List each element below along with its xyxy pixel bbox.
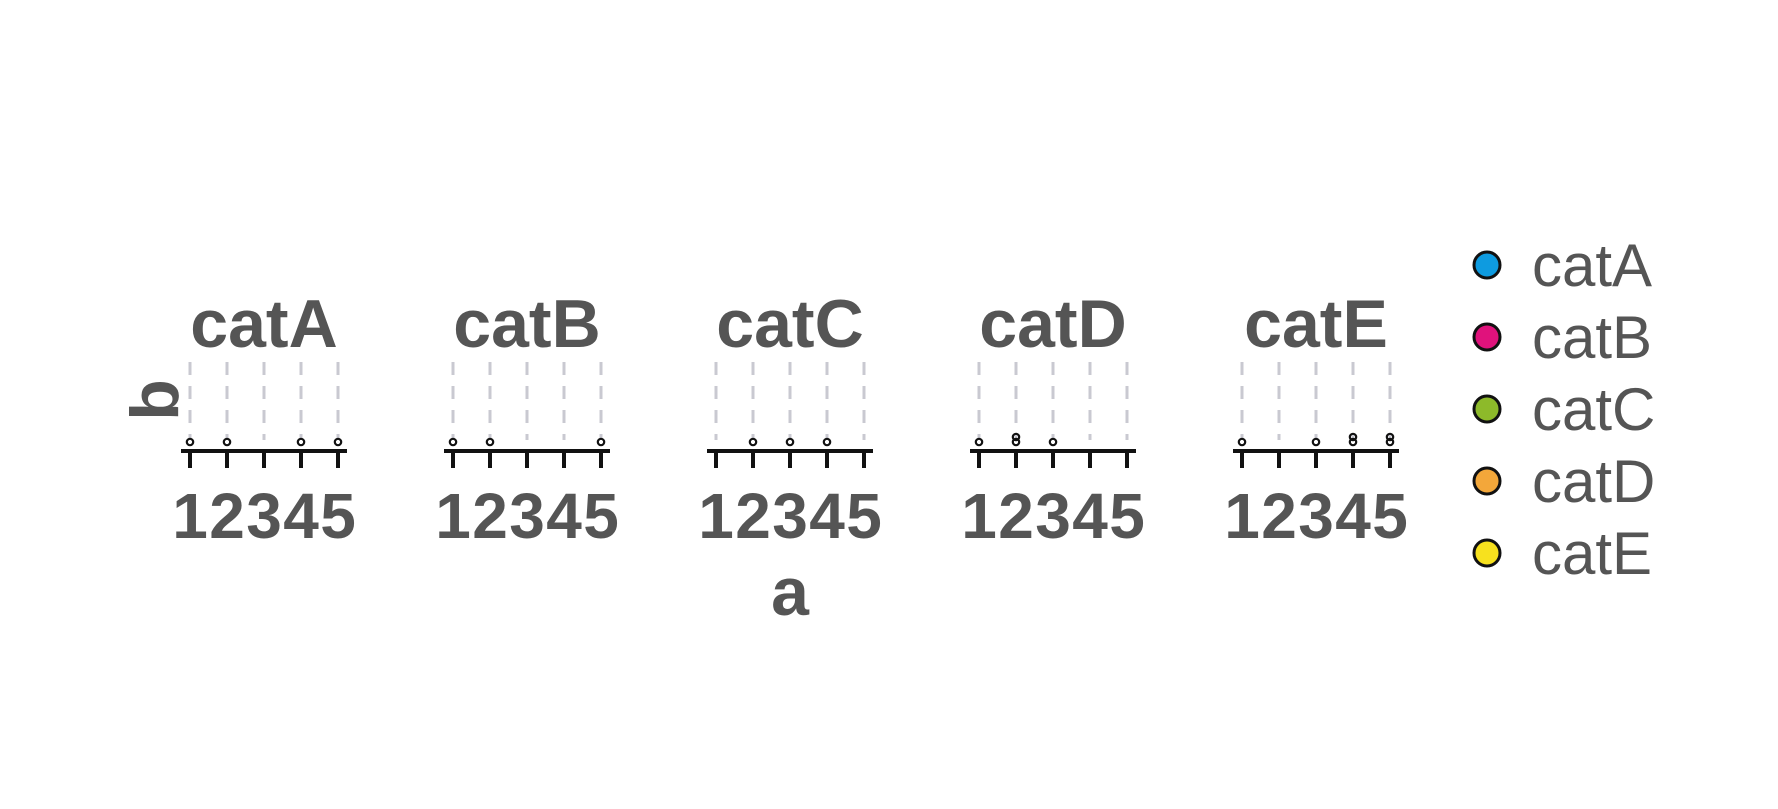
facet-title: catB xyxy=(453,286,600,362)
data-point xyxy=(485,437,495,447)
data-point xyxy=(333,437,343,447)
x-tick-label: 5 xyxy=(583,480,619,552)
data-point xyxy=(785,437,795,447)
data-point xyxy=(748,437,758,447)
x-tick-label: 1 xyxy=(172,480,208,552)
legend-item-catC: catC xyxy=(1472,376,1655,443)
legend-label: catA xyxy=(1532,232,1652,299)
x-tick-label: 2 xyxy=(472,480,508,552)
data-point xyxy=(1237,437,1247,447)
x-tick-label: 3 xyxy=(509,480,545,552)
facet-title: catC xyxy=(716,286,863,362)
legend-swatch xyxy=(1472,466,1502,496)
x-tick-label: 3 xyxy=(1298,480,1334,552)
x-tick-label: 4 xyxy=(546,480,582,552)
legend-label: catD xyxy=(1532,448,1655,515)
legend-swatch xyxy=(1472,538,1502,568)
x-tick-label: 4 xyxy=(809,480,845,552)
data-point xyxy=(596,437,606,447)
legend-label: catC xyxy=(1532,376,1655,443)
x-tick-label: 5 xyxy=(1109,480,1145,552)
data-point xyxy=(448,437,458,447)
x-tick-label: 2 xyxy=(735,480,771,552)
legend-swatch xyxy=(1472,394,1502,424)
x-tick-label: 5 xyxy=(1372,480,1408,552)
legend-swatch xyxy=(1472,322,1502,352)
y-axis-title: b xyxy=(117,379,193,421)
x-tick-label: 2 xyxy=(209,480,245,552)
legend-label: catE xyxy=(1532,520,1652,587)
x-tick-label: 2 xyxy=(1261,480,1297,552)
data-point xyxy=(1385,432,1395,442)
x-tick-label: 2 xyxy=(998,480,1034,552)
legend-item-catD: catD xyxy=(1472,448,1655,515)
x-tick-label: 5 xyxy=(846,480,882,552)
x-tick-label: 3 xyxy=(772,480,808,552)
x-tick-label: 4 xyxy=(1335,480,1371,552)
legend-item-catE: catE xyxy=(1472,520,1652,587)
x-tick-label: 1 xyxy=(435,480,471,552)
data-point xyxy=(974,437,984,447)
data-point xyxy=(1348,437,1358,447)
data-point xyxy=(185,437,195,447)
data-point xyxy=(1385,437,1395,447)
legend-item-catA: catA xyxy=(1472,232,1652,299)
x-tick-label: 4 xyxy=(283,480,319,552)
facet-title: catA xyxy=(190,286,337,362)
data-point xyxy=(1048,437,1058,447)
legend-label: catB xyxy=(1532,304,1652,371)
x-tick-label: 1 xyxy=(1224,480,1260,552)
data-point xyxy=(296,437,306,447)
data-point xyxy=(1348,432,1358,442)
legend-swatch xyxy=(1472,250,1502,280)
data-point xyxy=(1011,437,1021,447)
data-point xyxy=(1311,437,1321,447)
x-tick-label: 4 xyxy=(1072,480,1108,552)
facet-title: catE xyxy=(1244,286,1388,362)
x-tick-label: 1 xyxy=(698,480,734,552)
legend-item-catB: catB xyxy=(1472,304,1652,371)
x-tick-label: 1 xyxy=(961,480,997,552)
data-point xyxy=(1011,432,1021,442)
data-point xyxy=(822,437,832,447)
x-tick-label: 3 xyxy=(1035,480,1071,552)
x-tick-label: 3 xyxy=(246,480,282,552)
data-point xyxy=(222,437,232,447)
x-tick-label: 5 xyxy=(320,480,356,552)
facet-title: catD xyxy=(979,286,1126,362)
x-axis-title: a xyxy=(771,554,810,630)
